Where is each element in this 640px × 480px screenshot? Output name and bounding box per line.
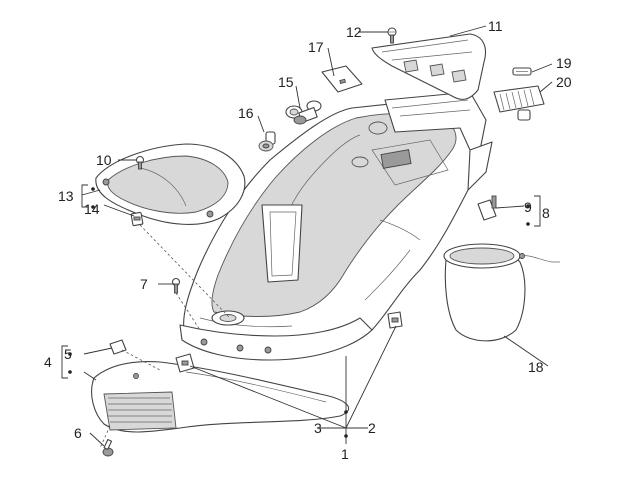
clip-5	[109, 339, 127, 355]
helmet-bin-body	[179, 91, 493, 361]
clip-2	[387, 311, 403, 329]
screw-6	[102, 438, 114, 457]
helmet-bag-18	[443, 243, 560, 342]
callout-19: 19	[556, 55, 572, 71]
callout-16: 16	[238, 105, 254, 121]
callout-12: 12	[346, 24, 362, 40]
power-socket-15	[285, 100, 322, 125]
callout-9: 9	[524, 199, 532, 215]
callout-20: 20	[556, 74, 572, 90]
clip-14	[130, 211, 144, 227]
plate-17	[321, 65, 363, 93]
grille-20	[493, 85, 545, 121]
callout-13: 13	[58, 188, 74, 204]
callout-15: 15	[278, 74, 294, 90]
callout-6: 6	[74, 425, 82, 441]
clip-9	[477, 195, 497, 221]
group-brackets	[61, 184, 541, 438]
screw-12	[387, 27, 397, 44]
glove-box-lid-13	[95, 143, 246, 225]
callout-11: 11	[488, 18, 503, 34]
callout-1: 1	[341, 446, 349, 462]
callout-2: 2	[368, 420, 376, 436]
callout-17: 17	[308, 39, 324, 55]
callout-7: 7	[140, 276, 148, 292]
leader-lines	[81, 25, 553, 447]
screw-7	[171, 277, 181, 294]
clip-19	[512, 67, 532, 76]
callout-4: 4	[44, 354, 52, 370]
callout-5: 5	[64, 346, 72, 362]
clip-3	[175, 353, 195, 373]
callout-18: 18	[528, 359, 544, 375]
bolt-16	[258, 131, 276, 152]
screw-10	[135, 155, 145, 170]
callout-8: 8	[542, 205, 550, 221]
callout-14: 14	[84, 201, 100, 217]
callout-labels: 1 2 3 4 5 6 7 8 9 10 11 12 13 14 15 16 1…	[44, 18, 572, 462]
callout-10: 10	[96, 152, 112, 168]
front-tray-4	[91, 361, 350, 433]
dashed-leader-lines	[99, 224, 231, 449]
battery-cover-lid	[371, 33, 487, 100]
callout-3: 3	[314, 420, 322, 436]
